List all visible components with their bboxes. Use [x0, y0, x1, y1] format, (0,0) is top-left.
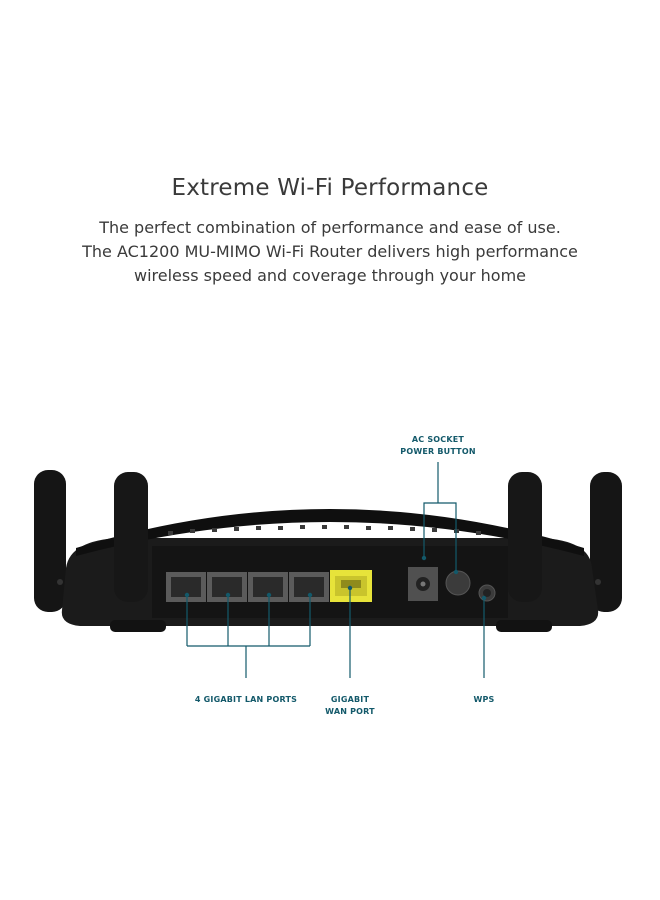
lan-ports-label: 4 GIGABIT LAN PORTS [194, 695, 298, 704]
lan-ports [166, 572, 329, 602]
wps-label: WPS [473, 695, 495, 704]
wan-port-label: GIGABIT WAN PORT [325, 695, 375, 716]
antenna-right-outer [590, 472, 622, 612]
router-top-shell [76, 509, 584, 556]
page-title: Extreme Wi-Fi Performance [171, 175, 489, 201]
antenna-left-inner [114, 472, 148, 602]
ac-socket-label: AC SOCKET POWER BUTTON [400, 435, 476, 456]
antenna-left-outer [34, 470, 66, 612]
description-line: The AC1200 MU-MIMO Wi-Fi Router delivers… [82, 242, 578, 261]
callout-lines [186, 462, 485, 678]
description: The perfect combination of performance a… [0, 216, 660, 288]
foot-left [110, 620, 166, 632]
wan-port [330, 570, 372, 602]
foot-right [496, 620, 552, 632]
antenna-right-inner [508, 472, 542, 602]
description-line: The perfect combination of performance a… [99, 218, 561, 237]
callout-dots [184, 555, 487, 601]
power-button [445, 570, 471, 596]
description-line: wireless speed and coverage through your… [134, 266, 526, 285]
